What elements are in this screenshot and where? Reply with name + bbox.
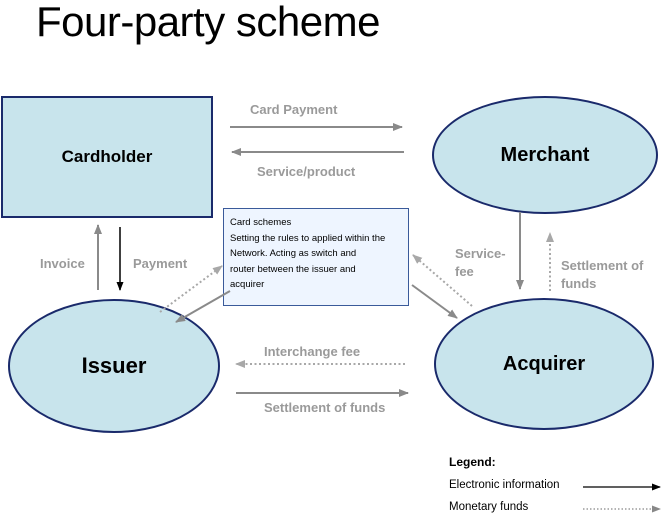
- acquirer-to-scheme-dotted-arrow: [412, 254, 473, 307]
- merchant-label: Merchant: [500, 143, 590, 166]
- legend-title: Legend:: [449, 455, 496, 469]
- interchange-fee-label: Interchange fee: [264, 344, 361, 359]
- issuer-node: Issuer: [8, 299, 220, 433]
- settlement-bottom-label: Settlement of funds: [264, 400, 386, 415]
- card-schemes-line-5: acquirer: [230, 279, 265, 290]
- cardholder-label: Cardholder: [61, 147, 153, 166]
- issuer-to-scheme-dotted-arrow: [159, 265, 223, 313]
- card-schemes-box: Card schemes Setting the rules to applie…: [223, 208, 409, 306]
- scheme-to-acquirer-arrow: [411, 284, 458, 319]
- issuer-label: Issuer: [81, 353, 147, 378]
- cardholder-node: Cardholder: [1, 96, 213, 218]
- card-schemes-line-2: Setting the rules to applied within the: [230, 232, 386, 244]
- service-fee-label-line-1: Service-: [455, 246, 506, 261]
- settlement-right-label-line-2: funds: [561, 276, 597, 291]
- card-schemes-line-4: router between the issuer and: [230, 263, 356, 275]
- legend-monetary-label: Monetary funds: [449, 501, 529, 513]
- diagram-title: Four-party scheme: [36, 0, 380, 45]
- merchant-node: Merchant: [432, 96, 658, 214]
- card-schemes-line-3: Network. Acting as switch and: [230, 248, 357, 259]
- service-product-label: Service/product: [257, 164, 356, 179]
- acquirer-label: Acquirer: [502, 352, 586, 375]
- acquirer-node: Acquirer: [434, 298, 654, 430]
- payment-label: Payment: [133, 256, 188, 271]
- card-payment-label: Card Payment: [250, 102, 338, 117]
- scheme-to-issuer-arrow: [175, 290, 231, 323]
- legend-electronic-label: Electronic information: [449, 479, 560, 491]
- service-fee-label-line-2: fee: [455, 264, 474, 279]
- card-schemes-line-1: Card schemes: [230, 217, 292, 228]
- settlement-right-label-line-1: Settlement of: [561, 258, 644, 273]
- invoice-label: Invoice: [40, 256, 85, 271]
